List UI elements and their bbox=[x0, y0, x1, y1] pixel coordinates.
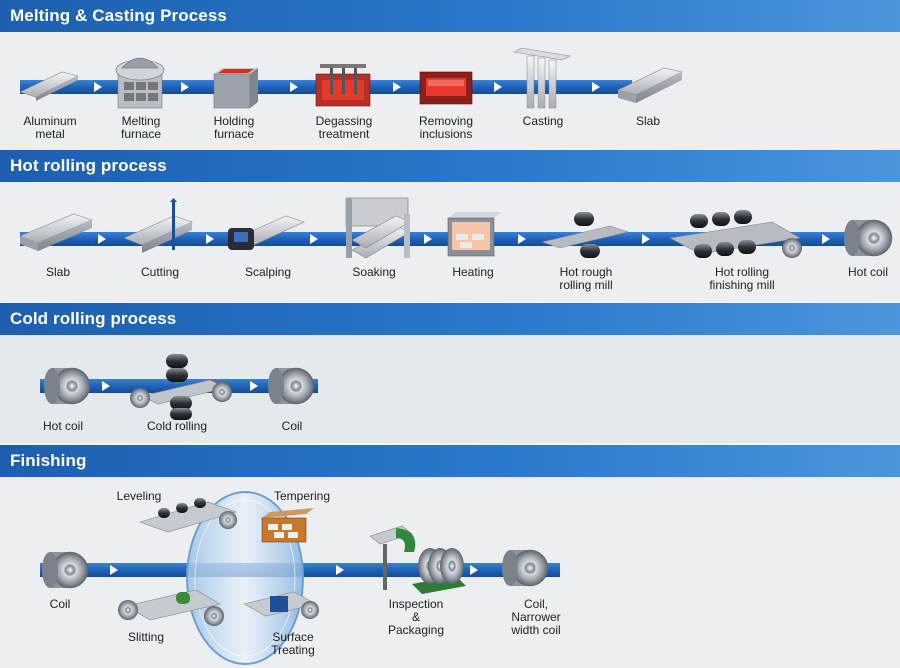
melting-furnace-icon bbox=[115, 57, 165, 109]
arrow-icon bbox=[470, 565, 478, 575]
hot-header: Hot rolling process bbox=[0, 150, 900, 182]
surface-treating-icon bbox=[243, 591, 319, 619]
arrow-icon bbox=[310, 234, 318, 244]
slab-icon bbox=[617, 67, 683, 103]
slab-icon bbox=[19, 213, 93, 251]
melting-step-label: Aluminum metal bbox=[23, 114, 77, 141]
cold-title: Cold rolling process bbox=[10, 309, 177, 328]
hot-step-label: Heating bbox=[452, 265, 494, 279]
cold-conveyor bbox=[40, 379, 318, 393]
arrow-icon bbox=[822, 234, 830, 244]
arrow-icon bbox=[518, 234, 526, 244]
arrow-icon bbox=[393, 82, 401, 92]
cold-arrows bbox=[102, 381, 258, 391]
arrow-icon bbox=[424, 234, 432, 244]
degassing-unit-icon bbox=[315, 64, 371, 107]
inspection-gauge-icon bbox=[369, 525, 416, 590]
arrow-icon bbox=[290, 82, 298, 92]
melting-step-label: Casting bbox=[522, 114, 564, 128]
holding-furnace-icon bbox=[213, 68, 258, 109]
hot-arrows bbox=[98, 234, 830, 244]
cold-step-label: Cold rolling bbox=[146, 419, 208, 433]
arrow-icon bbox=[98, 234, 106, 244]
melting-step-label: Removing inclusions bbox=[418, 114, 474, 141]
hot-step-label: Slab bbox=[45, 265, 71, 279]
melting-arrows bbox=[94, 82, 600, 92]
cold-rolling-mill-icon bbox=[130, 354, 232, 420]
rough-rolling-mill-icon bbox=[540, 212, 630, 258]
arrow-icon bbox=[181, 82, 189, 92]
finishing-step-label: Coil bbox=[49, 597, 71, 611]
arrow-icon bbox=[102, 381, 110, 391]
melting-step-label: Slab bbox=[635, 114, 661, 128]
coil-icon bbox=[268, 367, 315, 405]
finishing-step-label: Slitting bbox=[127, 630, 165, 644]
heating-furnace-icon bbox=[447, 212, 502, 257]
arrow-icon bbox=[336, 565, 344, 575]
arrow-icon bbox=[494, 82, 502, 92]
cold-step-label: Coil bbox=[281, 419, 303, 433]
packaging-coils-icon bbox=[412, 548, 466, 594]
melting-step-label: Degassing treatment bbox=[315, 114, 373, 141]
soaking-pit-icon bbox=[345, 197, 411, 259]
finishing-arrows bbox=[110, 565, 478, 575]
narrow-coil-icon bbox=[502, 549, 549, 587]
hot-coil-icon bbox=[844, 219, 893, 257]
tempering-furnace-icon bbox=[261, 508, 314, 543]
arrow-icon bbox=[110, 565, 118, 575]
finishing-step-label: Coil, Narrower width coil bbox=[511, 597, 561, 637]
filter-unit-icon bbox=[419, 71, 473, 105]
hot-step-label: Hot rough rolling mill bbox=[559, 265, 613, 292]
hot-step-label: Hot coil bbox=[847, 265, 888, 279]
hot-title: Hot rolling process bbox=[10, 156, 167, 175]
cold-header: Cold rolling process bbox=[0, 303, 900, 335]
arrow-icon bbox=[206, 234, 214, 244]
hot-step-label: Hot rolling finishing mill bbox=[709, 265, 775, 292]
finishing-title: Finishing bbox=[10, 451, 87, 470]
finishing-step-label: Inspection & Packaging bbox=[387, 597, 445, 637]
hot-step-label: Cutting bbox=[140, 265, 180, 279]
melting-header: Melting & Casting Process bbox=[0, 0, 900, 32]
finishing-header: Finishing bbox=[0, 445, 900, 477]
hot-step-label: Soaking bbox=[352, 265, 396, 279]
aluminum-ingot-icon bbox=[19, 71, 79, 101]
finishing-step-label: Surface Treating bbox=[271, 630, 315, 657]
cold-step-label: Hot coil bbox=[42, 419, 83, 433]
cutting-saw-icon bbox=[123, 198, 193, 253]
finishing-rolling-mill-icon bbox=[669, 210, 802, 258]
melting-title: Melting & Casting Process bbox=[10, 6, 227, 25]
arrow-icon bbox=[592, 82, 600, 92]
finishing-step-label: Leveling bbox=[116, 489, 162, 503]
casting-machine-icon bbox=[513, 47, 571, 109]
arrow-icon bbox=[94, 82, 102, 92]
slitting-machine-icon bbox=[118, 589, 224, 626]
finishing-step-label: Tempering bbox=[273, 489, 331, 503]
hot-step-label: Scalping bbox=[244, 265, 292, 279]
leveling-machine-icon bbox=[139, 498, 237, 533]
scalping-machine-icon bbox=[228, 215, 305, 250]
melting-step-label: Melting furnace bbox=[120, 114, 162, 141]
arrow-icon bbox=[642, 234, 650, 244]
coil-icon bbox=[42, 551, 89, 589]
hot-coil-icon bbox=[44, 367, 91, 405]
melting-step-label: Holding furnace bbox=[213, 114, 255, 141]
arrow-icon bbox=[250, 381, 258, 391]
